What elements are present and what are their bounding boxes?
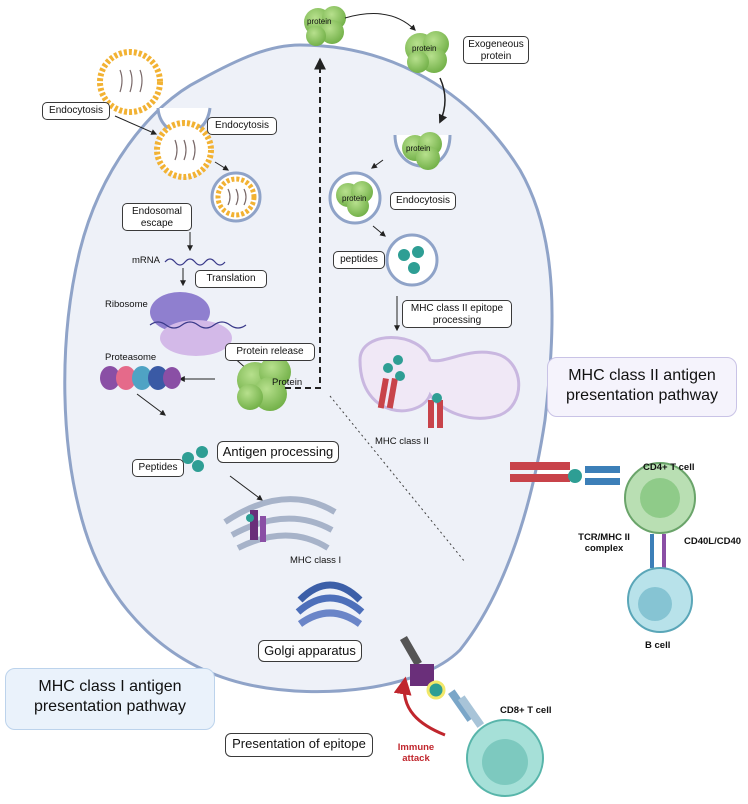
label-protein-release: Protein release [225,343,315,361]
peptide-vesicle [385,233,439,287]
label-endocytosis-1: Endocytosis [42,102,110,120]
mrna-strand [164,258,226,266]
label-peptides-1: Peptides [132,459,184,477]
panel-mhc2-pathway: MHC class II antigen presentation pathwa… [547,357,737,417]
immune-attack-arrow [393,676,446,737]
arrow-to-peptide-vesicle [372,225,386,237]
cd4-nucleus [640,478,680,518]
label-endosomal-escape: Endosomal escape [122,203,192,231]
label-antigen-processing: Antigen processing [217,441,339,463]
arrow-into-pit [438,77,448,124]
label-protein-top: protein [307,17,332,26]
lipid-nanoparticle-endosome [210,171,262,223]
label-protein-vesicle: protein [342,194,367,203]
label-cd8-t-cell: CD8+ T cell [500,705,552,716]
cd40-links [650,534,666,568]
lipid-nanoparticle-entering [154,120,214,180]
label-exogeneous-protein: Exogeneous protein [463,36,529,64]
arrow-into-vesicle [371,159,384,169]
arrow-to-peptides [136,393,166,416]
cd8-nucleus [482,739,528,785]
peptides-cluster-2 [398,246,424,274]
arrow-protein-cycle-top [344,13,416,31]
mhc1-tcr-complex [400,636,485,728]
label-cd40: CD40L/CD40 [684,536,742,547]
label-proteasome: Proteasome [105,352,157,363]
label-golgi: Golgi apparatus [258,640,362,662]
label-mhc-class-1: MHC class I [290,555,342,566]
b-cell-nucleus [638,587,672,621]
label-mrna: mRNA [132,255,160,266]
dashed-secretion-path [285,57,326,389]
ribosome-shape [149,292,247,356]
label-endocytosis-2: Endocytosis [207,117,277,135]
protein-in-vesicle [336,181,373,217]
pathway-divider [329,395,466,563]
arrow-to-endosome [214,161,230,171]
label-presentation-epitope: Presentation of epitope [225,733,373,757]
label-tcr-mhc2: TCR/MHC II complex [578,532,630,554]
label-protein: Protein [272,377,303,388]
protein-top [304,6,346,46]
peptides-cluster-1 [182,446,208,472]
protein-in-pit [402,132,442,170]
endoplasmic-reticulum [223,496,337,551]
label-protein-exo: protein [412,44,437,53]
label-cd4-t-cell: CD4+ T cell [643,462,695,473]
protein-released [237,356,291,411]
label-ribosome: Ribosome [105,299,148,310]
label-immune-attack: Immune attack [397,742,435,764]
lipid-nanoparticle-outside [97,49,163,115]
proteasome-shape [100,366,181,390]
arrow-endocytosis [114,115,158,135]
panel-mhc1-pathway: MHC class I antigen presentation pathway [5,668,215,730]
mhc2-compartment [358,336,521,428]
golgi-shape [295,581,365,627]
label-mhc2-processing: MHC class II epitope processing [402,300,512,328]
label-mhc-class-2: MHC class II [375,436,429,447]
label-b-cell: B cell [645,640,671,651]
protein-exogeneous [405,31,449,73]
mhc2-tcr-complex [510,462,620,485]
label-protein-notch: protein [406,144,431,153]
label-peptides-2: peptides [333,251,385,269]
arrow-to-er [229,475,263,501]
label-endocytosis-3: Endocytosis [390,192,456,210]
label-translation: Translation [195,270,267,288]
